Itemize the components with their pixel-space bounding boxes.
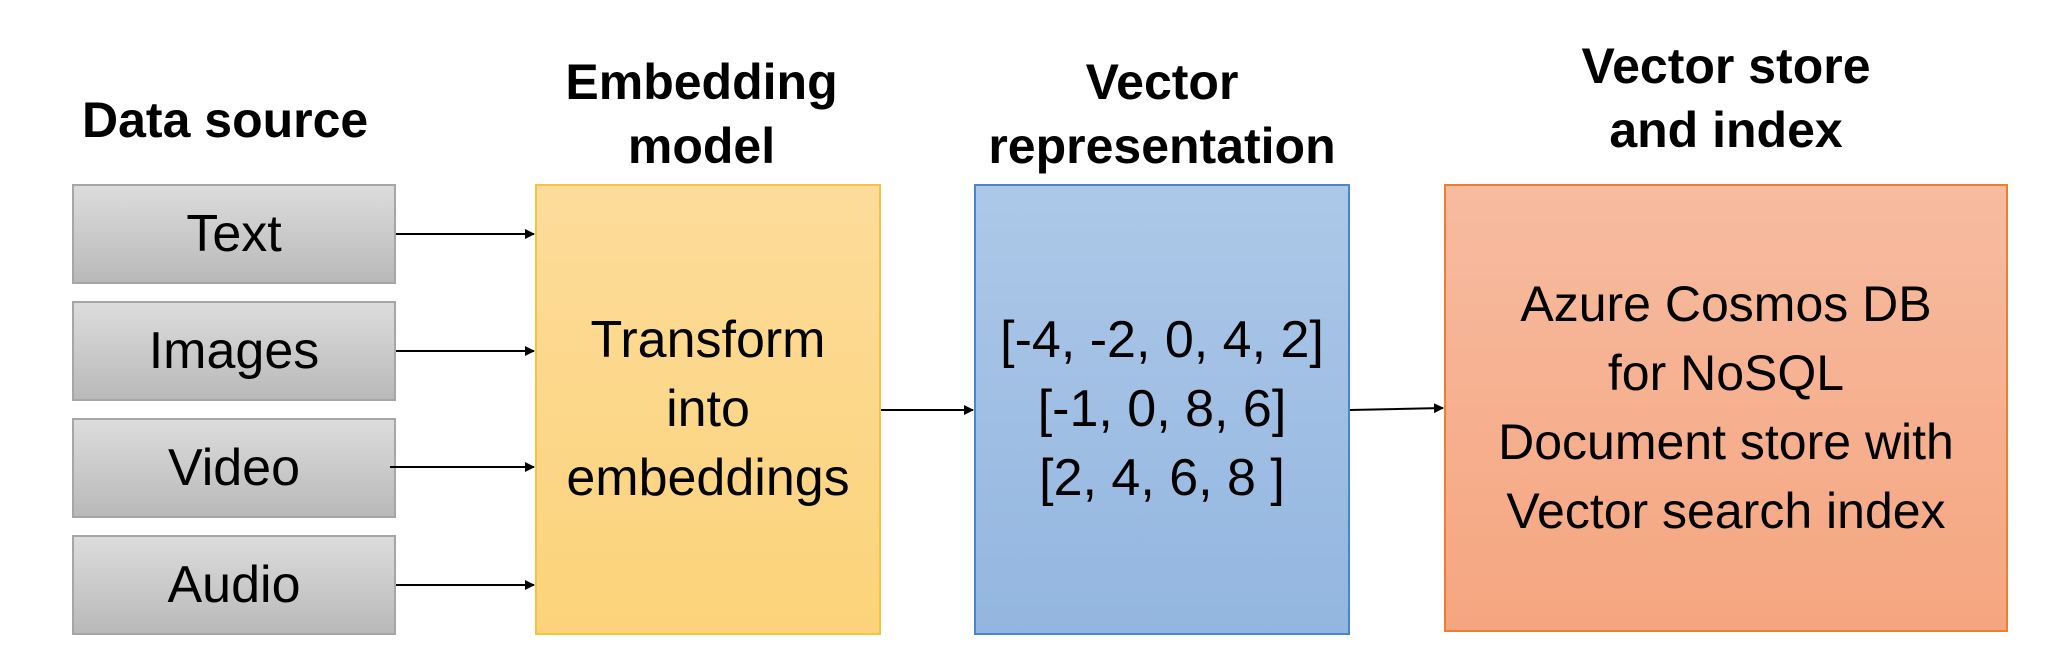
embedding-line-3: embeddings (566, 449, 850, 507)
store-line-3: Document store with (1498, 414, 1954, 470)
heading-data-source: Data source (82, 88, 368, 152)
vector-line-2: [-1, 0, 8, 6] (1037, 380, 1287, 438)
vector-store-box: Azure Cosmos DB for NoSQL Document store… (1444, 184, 2008, 632)
heading-embedding-model: Embedding model (535, 50, 868, 178)
vector-line-3: [2, 4, 6, 8 ] (1039, 449, 1285, 507)
heading-vector-representation-line2: representation (988, 118, 1336, 174)
source-box-video: Video (72, 418, 396, 518)
source-label-video: Video (167, 439, 301, 497)
store-line-2: for NoSQL (1607, 345, 1845, 401)
embedding-model-box: Transform into embeddings (535, 184, 881, 635)
source-box-audio: Audio (72, 535, 396, 635)
heading-embedding-model-line2: model (627, 118, 776, 174)
embedding-line-2: into (666, 380, 750, 438)
vector-line-1: [-4, -2, 0, 4, 2] (1000, 311, 1324, 369)
heading-vector-representation: Vector representation (974, 50, 1350, 178)
heading-vector-store: Vector store and index (1444, 34, 2008, 162)
source-box-images: Images (72, 301, 396, 401)
heading-vector-store-line2: and index (1609, 102, 1843, 158)
heading-vector-store-line1: Vector store (1581, 38, 1871, 94)
heading-embedding-model-line1: Embedding (565, 54, 838, 110)
store-line-4: Vector search index (1506, 483, 1946, 539)
embedding-line-1: Transform (590, 311, 826, 369)
store-line-1: Azure Cosmos DB (1520, 276, 1932, 332)
vector-representation-box: [-4, -2, 0, 4, 2] [-1, 0, 8, 6] [2, 4, 6… (974, 184, 1350, 635)
heading-data-source-text: Data source (82, 92, 369, 148)
heading-vector-representation-line1: Vector (1085, 54, 1239, 110)
source-label-audio: Audio (167, 556, 301, 614)
source-label-text: Text (186, 205, 282, 263)
source-box-text: Text (72, 184, 396, 284)
arrow-vector-to-store (1349, 403, 1444, 414)
source-label-images: Images (148, 322, 320, 380)
